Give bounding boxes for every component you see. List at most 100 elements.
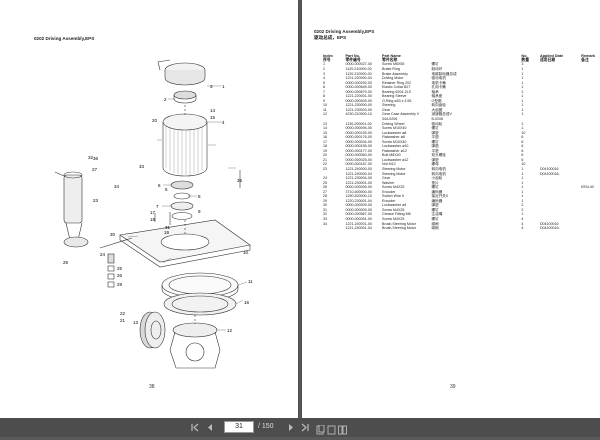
table-cell-cn-name: 制动环 <box>431 66 443 71</box>
callout: 24 <box>100 252 106 257</box>
table-cell-part-no: 0000-000679-00 <box>345 89 372 94</box>
callout: 8 <box>198 194 201 199</box>
callout: 14 <box>210 108 216 113</box>
table-cell-cn-name: 轴承座 <box>431 94 443 99</box>
table-cell-part-name: Bearing 6204-2LS <box>382 89 412 94</box>
table-cell-part-name: Retainer Ring 202 <box>382 80 412 85</box>
table-cell-part-name: Steering <box>382 103 396 108</box>
table-cell-index: 18 <box>323 144 327 149</box>
fit-width-icon[interactable] <box>316 422 325 435</box>
exploded-parts-diagram <box>54 59 251 369</box>
callout: 32 <box>88 155 94 160</box>
left-assembly-title: 0202 Driving Assembly,EPS <box>34 36 95 41</box>
table-cell-cn-name: 弹垫 <box>431 203 439 208</box>
table-header-row: Index Part No. Part Name No. Applied Dat… <box>322 54 600 58</box>
callout: 25 <box>117 266 123 271</box>
callout: 16 <box>244 300 250 305</box>
table-cell-part-no: 0000-000155-00 <box>345 144 372 149</box>
table-cell-part-no: 0000-000292-00 <box>345 80 372 85</box>
callout: 30 <box>110 232 116 237</box>
table-cell-part-name: Driving Wheel <box>382 121 405 126</box>
page-number-input[interactable]: 31 <box>224 421 254 433</box>
table-cell-no: 1 <box>521 71 524 76</box>
callout: 7 <box>156 204 159 209</box>
callout: 6 <box>158 183 161 188</box>
table-cell-cn-name: 电磁制动器总成 <box>431 71 457 76</box>
table-cell-cn-name: 轴承 <box>431 89 439 94</box>
table-cell-part-no: 0000-000177-00 <box>345 148 372 153</box>
table-cell-index: 19 <box>323 148 327 153</box>
table-cell-part-name: Flatwasher ø8 <box>382 135 405 140</box>
table-cell-cn-name: 平垫 <box>431 148 439 153</box>
table-cell-part-no: 0000-000060-00 <box>345 153 372 158</box>
table-cell-no: 1 <box>521 198 524 203</box>
table-cell-no: 2 <box>521 207 524 212</box>
table-cell-part-name: Steering Motor <box>382 171 406 176</box>
table-cell-no: 1 <box>521 185 524 190</box>
callout: 2 <box>164 97 167 102</box>
table-cell-no: 4 <box>521 217 524 221</box>
table-cell-index: 21 <box>323 157 327 162</box>
table-cell-part-no: 0000-000159-00 <box>345 130 372 135</box>
table-cell-no: 10 <box>521 162 526 167</box>
table-cell-part-name: Brake Ring <box>382 66 400 71</box>
table-cell-part-name: Flatwasher ø12 <box>382 148 407 153</box>
callout: 5 <box>165 187 168 192</box>
col-part-name-cn: 零件名称 <box>382 58 398 63</box>
table-cell-cn-name: 螺钉 <box>431 139 439 144</box>
table-cell-cn-name: B-0206 <box>431 116 444 121</box>
left-page: 0202 Driving Assembly,EPS <box>0 0 298 418</box>
table-cell-cn-name: 小齿轮 <box>431 176 443 181</box>
right-assembly-title: 0202 Driving Assembly,EPS <box>314 29 375 34</box>
last-page-icon[interactable] <box>300 422 310 433</box>
right-assembly-title-cn: 驱动总成，EPS <box>314 35 347 40</box>
table-cell-cn-name: 接近开关II <box>431 194 448 199</box>
table-cell-index: 20 <box>323 153 327 158</box>
callout: 4 <box>222 120 225 125</box>
table-cell-no: 6 <box>521 144 524 149</box>
next-page-icon[interactable] <box>286 422 296 433</box>
single-page-icon[interactable] <box>327 422 336 435</box>
table-cell-date: D04100016 <box>539 221 559 226</box>
table-cell-no: 1 <box>521 121 524 126</box>
callout: 27 <box>92 167 98 172</box>
table-cell-part-name: Screw M4X25 <box>382 217 405 221</box>
table-cell-index: 4 <box>323 76 325 81</box>
table-cell-index: 9 <box>323 98 325 103</box>
table-cell-part-name: Screw M4X25 <box>382 207 405 212</box>
table-cell-no: 1 <box>521 103 524 108</box>
callout: 35 <box>237 178 243 183</box>
table-cell-part-no: 1221-240000-04 <box>345 171 372 176</box>
table-cell-part-name: Lockwasher ø10 <box>382 144 409 149</box>
table-cell-index: 10 <box>323 103 327 108</box>
table-cell-no: 6 <box>521 135 524 140</box>
double-page-icon[interactable] <box>338 422 347 435</box>
callout: 26 <box>117 273 123 278</box>
table-cell-part-name: Encoder <box>382 189 396 194</box>
table-cell-part-name: Screw M4X25 <box>382 185 405 190</box>
table-cell-part-no: 0000-000649-00 <box>345 85 372 90</box>
table-cell-cn-name: 注油嘴 <box>431 212 443 217</box>
table-cell-cn-name: 转向电机 <box>431 166 446 171</box>
table-cell-no: 1 <box>521 66 524 71</box>
table-cell-part-no: 0000-000409-00 <box>345 98 372 103</box>
table-cell-no: 1 <box>521 89 524 94</box>
table-cell-no: 6 <box>521 157 524 162</box>
table-cell-cn-name: 驱动电机 <box>431 76 446 81</box>
table-cell-part-no: 1250-520000-10 <box>345 194 372 199</box>
prev-page-icon[interactable] <box>205 422 215 433</box>
table-cell-no: 6 <box>521 148 524 153</box>
callout: 3 <box>210 84 213 89</box>
first-page-icon[interactable] <box>190 422 200 433</box>
